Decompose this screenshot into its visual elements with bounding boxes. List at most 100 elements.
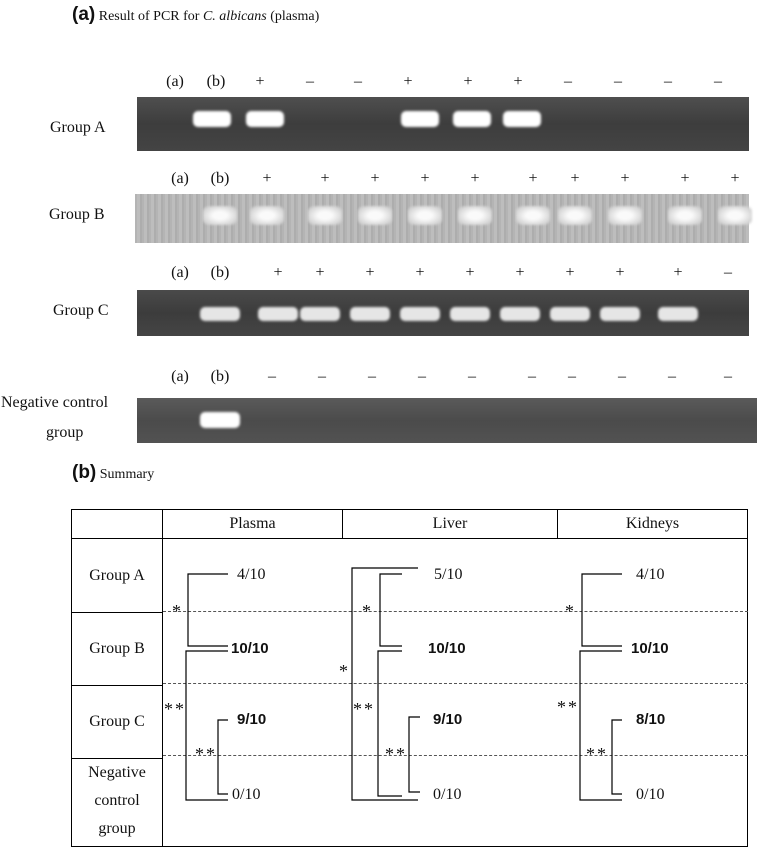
- lane-mark-10: –: [614, 73, 622, 90]
- plasma-star-a-b: *: [172, 601, 183, 621]
- plasma-bracket-b-c: [185, 650, 228, 801]
- row-label-negative-control: Negative control group: [72, 759, 162, 846]
- row-label-negative-line2: control: [94, 792, 140, 809]
- row-label-group-b: Group B: [72, 613, 162, 686]
- band-lane-7: [458, 206, 492, 225]
- liver-group-b-value: 10/10: [428, 640, 466, 657]
- liver-group-a-value: 5/10: [434, 566, 463, 583]
- liver-bracket-a-c: [351, 567, 418, 801]
- lane-mark-4: +: [320, 170, 330, 187]
- row-label-group-c: Group C: [72, 686, 162, 759]
- band-lane-8: [516, 206, 550, 225]
- summary-header-liver: Liver: [342, 509, 558, 539]
- lane-mark-7: –: [468, 368, 476, 385]
- liver-negative-value: 0/10: [433, 786, 462, 803]
- panel-a-title: (a) Result of PCR for C. albicans (plasm…: [72, 4, 319, 26]
- lane-mark-8: +: [513, 73, 523, 90]
- band-lane-4: [300, 307, 340, 321]
- gel-image-group-b: [135, 194, 749, 243]
- lane-mark-11: +: [680, 170, 690, 187]
- lane-mark-6: +: [415, 264, 425, 281]
- lane-mark-11: –: [664, 73, 672, 90]
- band-lane-7: [450, 307, 490, 321]
- row-divider-cneg: [163, 755, 748, 756]
- gel-label-negative-line1: Negative control: [1, 394, 109, 411]
- kidneys-star-c-neg: **: [586, 744, 608, 764]
- lane-mark-9: –: [568, 368, 576, 385]
- row-label-group-a: Group A: [72, 539, 162, 613]
- lane-mark-9: +: [570, 170, 580, 187]
- kidneys-group-c-value: 8/10: [636, 711, 666, 728]
- gel-label-group-a: Group A: [50, 119, 106, 136]
- row-divider-bc: [163, 683, 748, 684]
- row-divider-ab: [163, 611, 748, 612]
- lane-mark-7: +: [470, 170, 480, 187]
- lane-mark-5: +: [370, 170, 380, 187]
- kidney-bracket-c-neg: [611, 719, 622, 795]
- band-lane-8: [503, 111, 541, 127]
- plasma-bracket-a-b: [187, 573, 228, 647]
- band-lane-5: [358, 206, 392, 225]
- panel-b-title: (b) Summary: [72, 462, 154, 484]
- band-lane-4: [308, 206, 342, 225]
- lane-mark-5: +: [365, 264, 375, 281]
- lane-mark-4: –: [306, 73, 314, 90]
- liver-bracket-c-neg: [408, 716, 420, 793]
- kidneys-star-a-b: *: [565, 601, 576, 621]
- plasma-star-c-neg: **: [195, 744, 217, 764]
- liver-star-c-neg: **: [385, 744, 407, 764]
- summary-row-labels: Group A Group B Group C Negative control…: [71, 538, 163, 847]
- row-label-negative-line3: group: [98, 820, 136, 837]
- lane-mark-7: +: [463, 73, 473, 90]
- lane-mark-3: –: [268, 368, 276, 385]
- gel-image-negative-control: [137, 398, 757, 443]
- summary-header-kidneys: Kidneys: [557, 509, 748, 539]
- liver-group-c-value: 9/10: [433, 711, 463, 728]
- lane-mark-12: +: [730, 170, 740, 187]
- band-lane-2: [200, 307, 240, 321]
- lane-mark-5: –: [368, 368, 376, 385]
- lane-mark-4: –: [318, 368, 326, 385]
- lane-mark-4: +: [315, 264, 325, 281]
- gel-label-group-b: Group B: [49, 206, 105, 223]
- lane-mark-1: (a): [171, 368, 189, 385]
- band-lane-10: [600, 307, 640, 321]
- band-lane-9: [558, 206, 592, 225]
- summary-header-plasma: Plasma: [162, 509, 343, 539]
- plasma-group-b-value: 10/10: [231, 640, 269, 657]
- kidneys-negative-value: 0/10: [636, 786, 665, 803]
- lane-mark-2: (b): [210, 368, 230, 385]
- band-lane-6: [408, 206, 442, 225]
- lane-mark-11: –: [668, 368, 676, 385]
- band-lane-3: [246, 111, 284, 127]
- lane-mark-3: +: [255, 73, 265, 90]
- kidneys-group-b-value: 10/10: [631, 640, 669, 657]
- lane-mark-12: –: [714, 73, 722, 90]
- lane-mark-7: +: [465, 264, 475, 281]
- panel-b-title-text: Summary: [99, 467, 155, 482]
- band-lane-11: [658, 307, 698, 321]
- lane-mark-11: +: [673, 264, 683, 281]
- lane-mark-1: (a): [166, 73, 184, 90]
- band-lane-2: [200, 412, 240, 428]
- band-lane-8: [500, 307, 540, 321]
- panel-b-letter: (b): [72, 462, 97, 483]
- band-lane-5: [350, 307, 390, 321]
- band-lane-7: [453, 111, 491, 127]
- band-lane-10: [608, 206, 642, 225]
- lane-mark-2: (b): [210, 170, 230, 187]
- lane-mark-8: –: [528, 368, 536, 385]
- gel-label-negative-line2: group: [46, 424, 84, 441]
- lane-mark-10: +: [615, 264, 625, 281]
- summary-table: Plasma Liver Kidneys Group A Group B Gro…: [71, 509, 748, 847]
- band-lane-6: [401, 111, 439, 127]
- liver-star-a-b: *: [362, 601, 373, 621]
- lane-mark-10: +: [620, 170, 630, 187]
- band-lane-2: [193, 111, 231, 127]
- liver-bracket-b-neg: [377, 650, 402, 797]
- lane-mark-12: –: [724, 264, 732, 281]
- lane-mark-12: –: [724, 368, 732, 385]
- panel-a-letter: (a): [72, 4, 96, 25]
- lane-mark-9: +: [565, 264, 575, 281]
